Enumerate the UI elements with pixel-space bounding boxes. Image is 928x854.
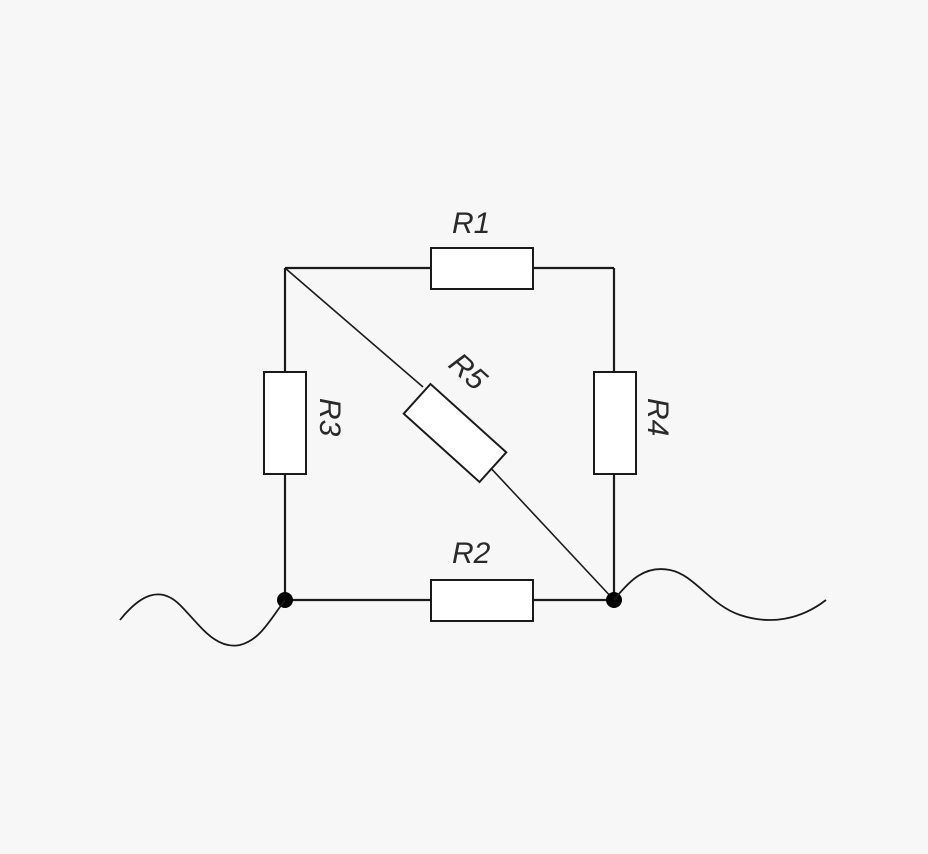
resistor-r4 [593,371,637,475]
resistor-r5-group [402,382,508,484]
resistor-r5 [402,382,508,484]
wire-diagonal-bottom [486,463,615,601]
resistor-r3 [263,371,307,475]
label-r2: R2 [452,537,491,570]
wire-diagonal-top [284,267,424,388]
label-r4: R4 [641,398,674,436]
lead-left [119,593,286,647]
label-r3: R3 [313,398,346,437]
resistor-r1 [430,247,534,290]
lead-right [613,568,827,621]
resistor-r2 [430,579,534,622]
label-r1: R1 [452,207,490,240]
